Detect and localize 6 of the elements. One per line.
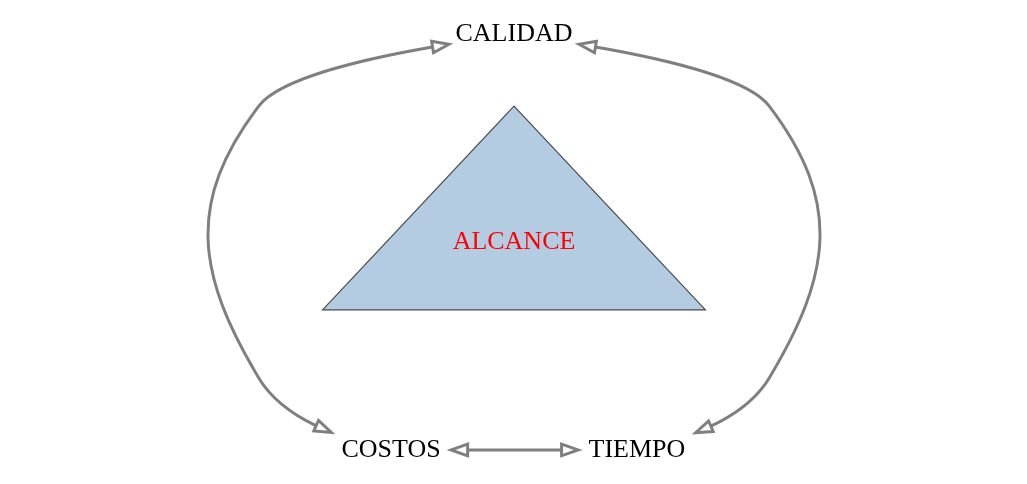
arrow (446, 442, 583, 458)
node-text: COSTOS (341, 433, 441, 463)
arrow (206, 39, 453, 435)
node-text: CALIDAD (455, 17, 572, 47)
arrow (574, 39, 821, 435)
node-text: TIEMPO (588, 433, 685, 463)
